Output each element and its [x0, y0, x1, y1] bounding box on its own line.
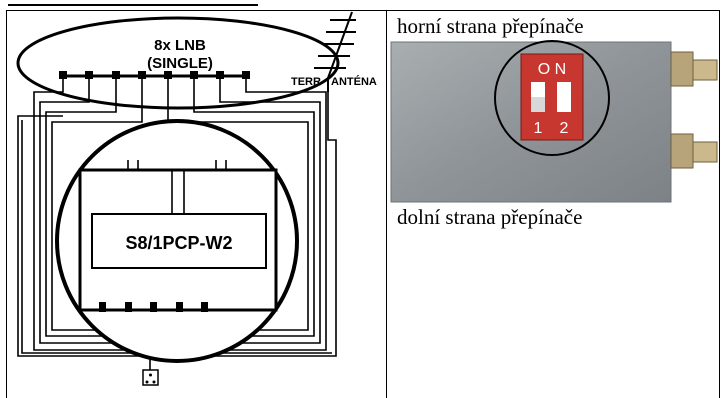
- switch-housing-photo: O N 1 2: [390, 40, 718, 203]
- dip-on-label: O N: [538, 61, 566, 78]
- lnb-label-line2: (SINGLE): [147, 55, 213, 72]
- bottom-side-caption: dolní strana přepínače: [397, 205, 583, 229]
- header-underline: [8, 0, 258, 6]
- dip-2-label: 2: [560, 120, 569, 137]
- dip-magnifier-circle: [494, 40, 610, 156]
- terrestrial-antenna-icon: [314, 11, 356, 92]
- lnb-ports: [59, 71, 250, 79]
- outlet-socket-icon: [142, 369, 159, 386]
- terr-label: TERR: [291, 76, 321, 88]
- antenna-label: ANTÉNA: [331, 75, 377, 88]
- lnb-ellipse: [16, 16, 340, 110]
- switch-output-ports: [99, 302, 208, 312]
- switch-label-box: [91, 213, 267, 269]
- f-connector-bottom-icon: [670, 133, 718, 169]
- top-side-caption: horní strana přepínače: [397, 14, 584, 38]
- dip-switch-2-icon: [557, 82, 571, 112]
- f-connector-top-icon: [670, 51, 718, 87]
- wiring-diagram-cell: [6, 10, 387, 398]
- dip-1-label: 1: [534, 120, 543, 137]
- switch-photo-cell: [387, 10, 720, 398]
- switch-model-label: S8/1PCP-W2: [125, 233, 232, 253]
- lnb-label-line1: 8x LNB: [154, 37, 206, 54]
- switch-input-legs: [127, 160, 227, 214]
